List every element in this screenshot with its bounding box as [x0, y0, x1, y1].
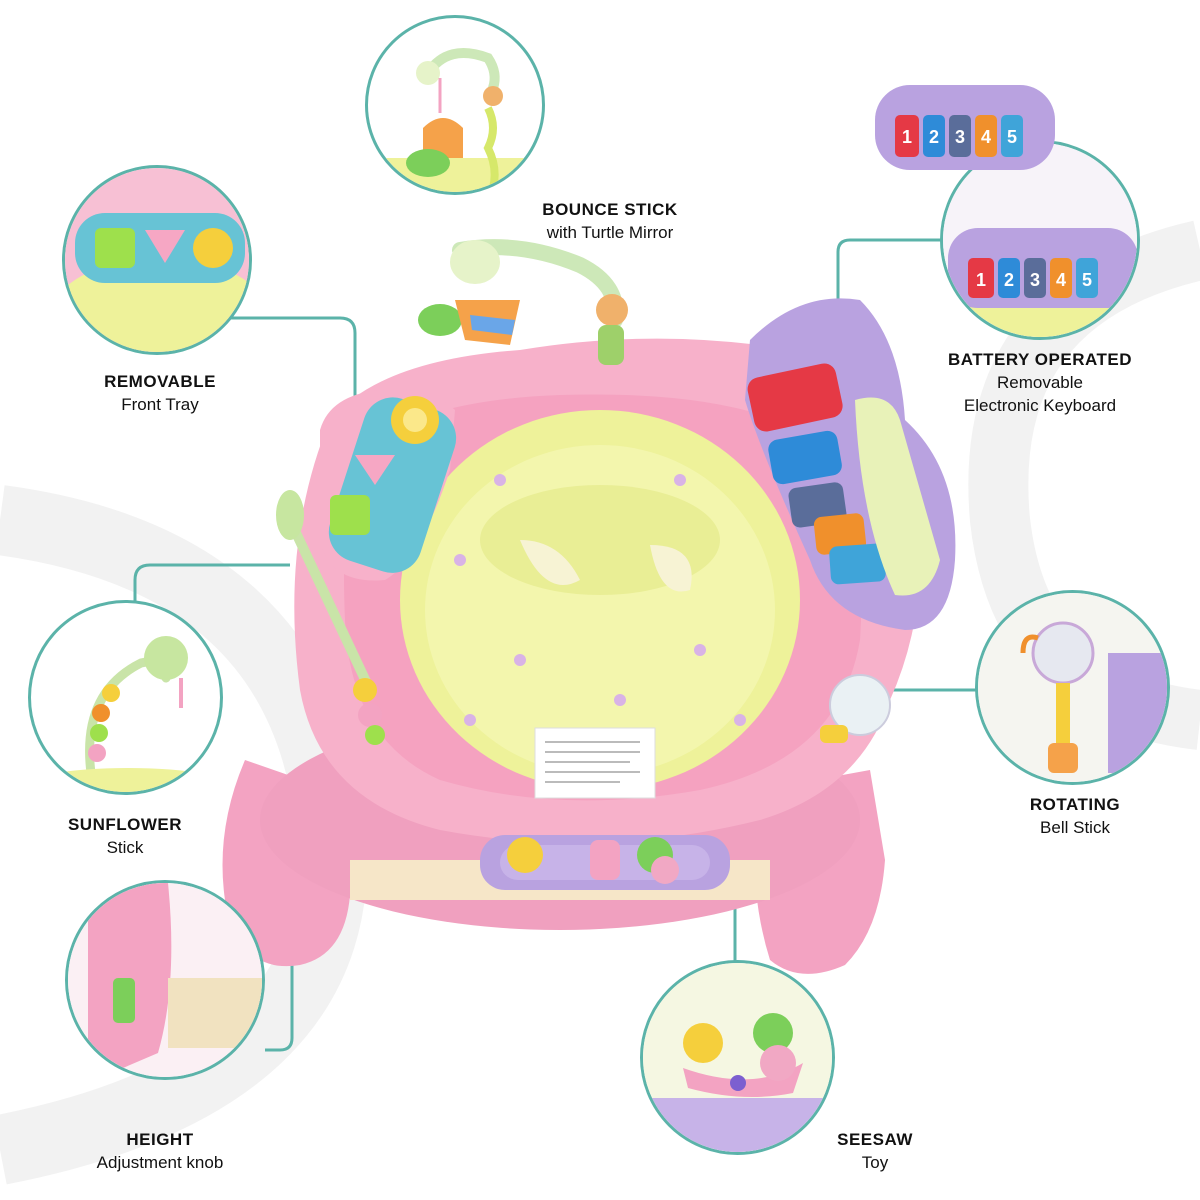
height-detail-circle	[65, 880, 265, 1080]
seesaw-icon	[643, 963, 832, 1152]
keyboard-subtitle-2: Electronic Keyboard	[963, 396, 1117, 415]
height-subtitle: Adjustment knob	[96, 1153, 224, 1172]
keyboard-key-label: 4	[1056, 270, 1066, 290]
keyboard-key-label: 5	[1007, 127, 1017, 147]
sunflower-label: SUNFLOWER Stick	[25, 815, 225, 858]
rotating-label: ROTATING Bell Stick	[975, 795, 1175, 838]
sunflower-icon	[31, 636, 220, 792]
bounce-stick-label: BOUNCE STICK with Turtle Mirror	[500, 200, 720, 243]
bounce-stick-subtitle: with Turtle Mirror	[546, 223, 674, 242]
removable-tray-subtitle: Front Tray	[121, 395, 199, 414]
bounce-stick-title: BOUNCE STICK	[542, 200, 678, 219]
keyboard-key-label: 1	[902, 127, 912, 147]
rotating-subtitle: Bell Stick	[1040, 818, 1110, 837]
sunflower-detail-circle	[28, 600, 223, 795]
removable-tray-label: REMOVABLE Front Tray	[60, 372, 260, 415]
height-label: HEIGHT Adjustment knob	[55, 1130, 265, 1173]
front-tray-icon	[65, 168, 249, 352]
keyboard-key-label: 2	[1004, 270, 1014, 290]
keyboard-subtitle: Removable	[997, 373, 1083, 392]
activity-center-product	[222, 239, 956, 974]
keyboard-title: BATTERY OPERATED	[948, 350, 1132, 369]
seesaw-label: SEESAW Toy	[790, 1130, 960, 1173]
connector-lines	[133, 238, 980, 1052]
sunflower-title: SUNFLOWER	[67, 815, 183, 834]
seesaw-subtitle: Toy	[861, 1153, 889, 1172]
keyboard-key-label: 5	[1082, 270, 1092, 290]
seesaw-title: SEESAW	[837, 1130, 913, 1149]
seesaw-detail-circle	[640, 960, 835, 1155]
keyboard-key-label: 3	[955, 127, 965, 147]
keyboard-key-label: 3	[1030, 270, 1040, 290]
keyboard-key-label: 4	[981, 127, 991, 147]
bead-stack	[353, 678, 385, 745]
removable-tray-title: REMOVABLE	[104, 372, 216, 391]
bell-stick-icon	[978, 593, 1167, 782]
rotating-title: ROTATING	[1029, 795, 1121, 814]
keyboard-label: BATTERY OPERATED Removable Electronic Ke…	[920, 350, 1160, 416]
turtle-mirror-icon	[368, 48, 542, 192]
keyboard-key-label: 2	[929, 127, 939, 147]
removable-tray-detail-circle	[62, 165, 252, 355]
rotating-detail-circle	[975, 590, 1170, 785]
sunflower-subtitle: Stick	[106, 838, 144, 857]
height-title: HEIGHT	[126, 1130, 194, 1149]
height-knob-icon	[68, 883, 262, 1077]
bounce-stick-detail-circle	[365, 15, 545, 195]
keyboard-key-label: 1	[976, 270, 986, 290]
